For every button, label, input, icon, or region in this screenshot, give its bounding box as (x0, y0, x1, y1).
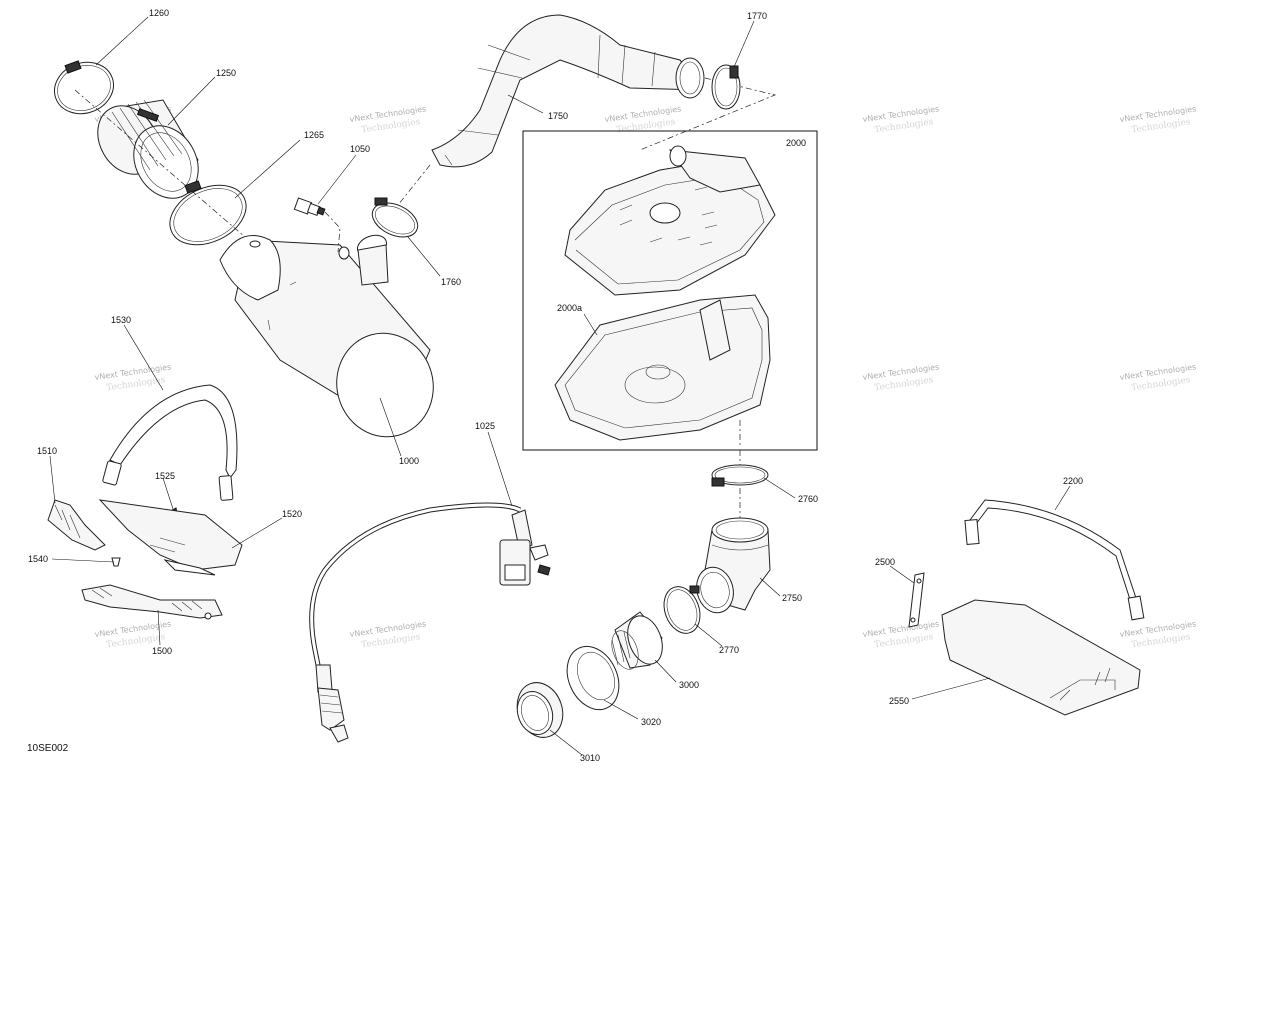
watermark: Technologies vNext Technologies (349, 104, 427, 135)
part-3010-nut (516, 682, 564, 738)
callout-1540: 1540 (28, 554, 48, 564)
callout-1025: 1025 (475, 421, 495, 431)
part-3020-gasket (566, 645, 620, 711)
part-1050-sensor (293, 197, 341, 253)
watermark: Technologies vNext Technologies (862, 619, 940, 650)
callout-1760: 1760 (441, 277, 461, 287)
part-1500-bracket-plate (81, 584, 223, 620)
callout-2000: 2000 (786, 138, 806, 148)
part-1770-clamp (711, 64, 741, 110)
part-2770-clamp (663, 585, 701, 634)
assembly-axis (74, 89, 261, 251)
callout-2770: 2770 (719, 645, 739, 655)
part-1530-strap (102, 384, 238, 501)
callout-2000a: 2000a (557, 303, 582, 313)
watermark: Technologies vNext Technologies (1119, 362, 1197, 393)
watermark: Technologies vNext Technologies (349, 619, 427, 650)
part-1000-muffler (219, 234, 434, 438)
callout-1510: 1510 (37, 446, 57, 456)
figure-id: 10SE002 (27, 743, 69, 754)
part-1260-clamp (54, 60, 114, 115)
callout-1500: 1500 (152, 646, 172, 656)
callout-2760: 2760 (798, 494, 818, 504)
part-1510-bracket (47, 499, 106, 551)
part-1250-boot (97, 99, 199, 199)
callout-2550: 2550 (889, 696, 909, 706)
part-1520-heat-shield (98, 499, 243, 576)
part-1265-clamp (169, 180, 247, 246)
callout-1770: 1770 (747, 11, 767, 21)
part-2750-elbow (696, 517, 771, 614)
callout-2500: 2500 (875, 557, 895, 567)
watermark: Technologies vNext Technologies (1119, 104, 1197, 135)
watermark: Technologies vNext Technologies (1119, 619, 1197, 650)
part-2500-bracket (908, 572, 925, 628)
airbox-frame (522, 130, 818, 451)
part-1025-oxygen-sensor (309, 502, 551, 743)
part-2200-strap (964, 499, 1145, 621)
callout-1530: 1530 (111, 315, 131, 325)
watermark: Technologies vNext Technologies (862, 362, 940, 393)
callout-1250: 1250 (216, 68, 236, 78)
callout-1520: 1520 (282, 509, 302, 519)
watermark: Technologies vNext Technologies (604, 104, 682, 135)
part-1540-screw (111, 557, 121, 567)
callout-3020: 3020 (641, 717, 661, 727)
watermark: Technologies vNext Technologies (862, 104, 940, 135)
callout-1050: 1050 (350, 144, 370, 154)
callout-labels: 1260 1250 1265 1050 1750 1770 1760 2000 … (28, 8, 1083, 763)
part-2000-airbox-assembly (522, 130, 818, 451)
part-2760-clamp (711, 464, 769, 487)
part-2550-plate (941, 599, 1141, 716)
callout-1525: 1525 (155, 471, 175, 481)
watermark: Technologies vNext Technologies (94, 362, 172, 393)
callout-1260: 1260 (149, 8, 169, 18)
callout-3000: 3000 (679, 680, 699, 690)
callout-3010: 3010 (580, 753, 600, 763)
part-3000-sleeve (611, 611, 663, 670)
callout-1265: 1265 (304, 130, 324, 140)
callout-2750: 2750 (782, 593, 802, 603)
leader-lines (49, 16, 1071, 756)
callout-1000: 1000 (399, 456, 419, 466)
callout-2200: 2200 (1063, 476, 1083, 486)
callout-1750: 1750 (548, 111, 568, 121)
part-1760-clamp (371, 197, 419, 238)
